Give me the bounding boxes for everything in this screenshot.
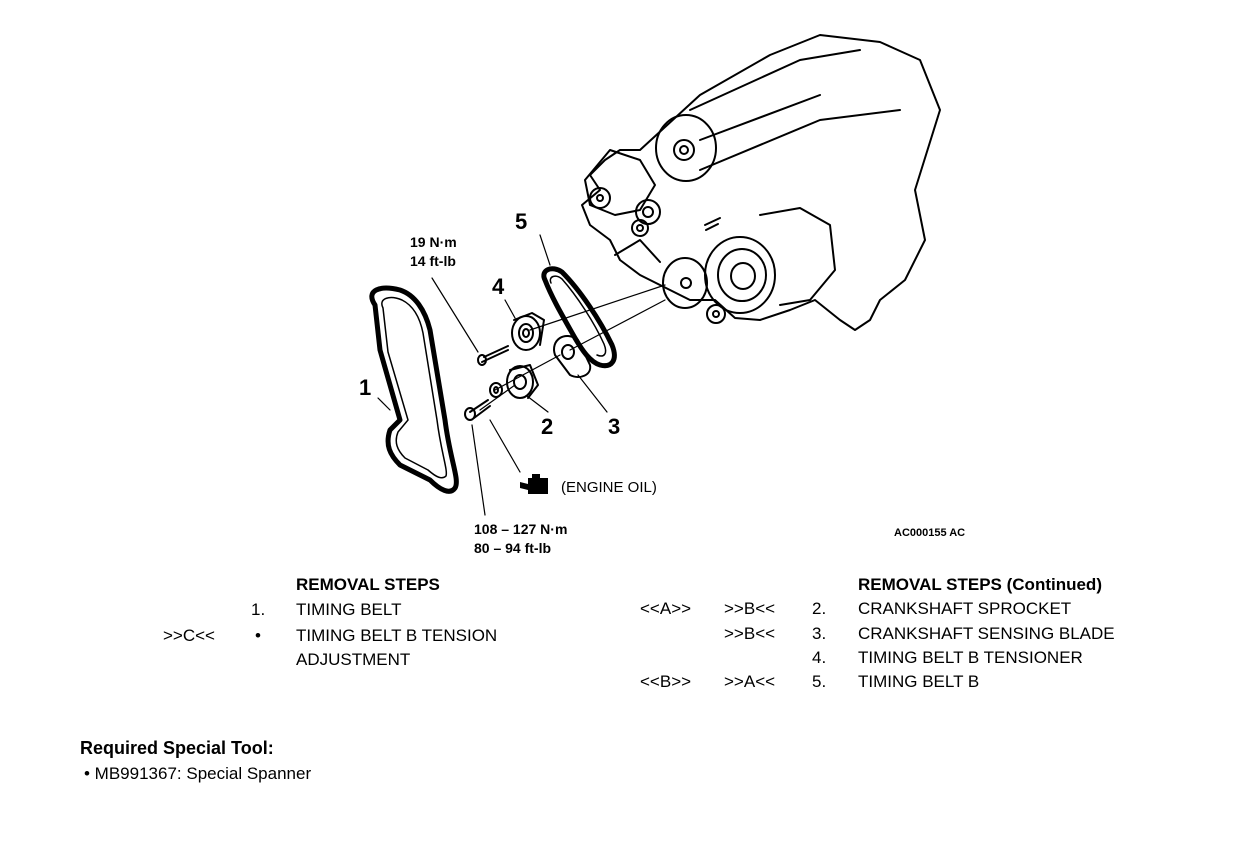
crankshaft-sprocket <box>506 364 539 399</box>
callout-1: 1 <box>359 375 372 400</box>
callout-5: 5 <box>515 209 528 234</box>
engine-block <box>581 34 941 331</box>
torque-lower-nm: 108 – 127 N·m <box>474 521 568 537</box>
leader-lines <box>377 234 608 516</box>
crankshaft-bolt <box>464 399 491 421</box>
oil-can-icon <box>520 474 548 494</box>
torque-upper-ftlb: 14 ft-lb <box>410 253 456 269</box>
step-ref: >>A<< <box>724 672 776 691</box>
step-text: TIMING BELT B <box>858 672 980 691</box>
step-num: 5. <box>812 672 827 691</box>
washer <box>489 382 503 398</box>
figure-code: AC000155 AC <box>894 527 966 539</box>
step-ref: >>B<< <box>724 599 776 618</box>
crankshaft-sensing-blade <box>553 335 592 378</box>
callout-3: 3 <box>608 414 621 439</box>
removal-steps-continued-heading: REMOVAL STEPS (Continued) <box>858 575 1102 594</box>
oil-note: (ENGINE OIL) <box>561 479 657 496</box>
step-text: TIMING BELT B TENSIONER <box>858 648 1083 667</box>
step-ref: >>B<< <box>724 624 776 643</box>
torque-lower: 108 – 127 N·m 80 – 94 ft-lb <box>474 520 567 558</box>
step-ref: <<B>> <box>640 672 692 691</box>
timing-belt-b-tensioner <box>511 312 545 351</box>
step-num: 1. <box>251 600 266 619</box>
axis-lines <box>479 284 666 411</box>
callout-2: 2 <box>541 414 554 439</box>
step-num: 3. <box>812 624 827 643</box>
step-bullet: • <box>255 626 261 645</box>
removal-steps-heading: REMOVAL STEPS <box>296 575 440 594</box>
step-text: TIMING BELT B TENSION <box>296 626 498 645</box>
timing-belt <box>369 285 459 494</box>
timing-belt-b <box>541 266 617 369</box>
torque-lower-ftlb: 80 – 94 ft-lb <box>474 540 552 556</box>
step-text: CRANKSHAFT SENSING BLADE <box>858 624 1115 643</box>
step-ref: >>C<< <box>163 626 215 645</box>
step-num: 2. <box>812 599 827 618</box>
callout-4: 4 <box>492 274 505 299</box>
step-text: ADJUSTMENT <box>296 650 411 669</box>
step-num: 4. <box>812 648 827 667</box>
tensioner-bolt <box>477 345 509 366</box>
special-tool-item: • MB991367: Special Spanner <box>84 764 312 783</box>
step-ref: <<A>> <box>640 599 692 618</box>
step-text: TIMING BELT <box>296 600 402 619</box>
step-text: CRANKSHAFT SPROCKET <box>858 599 1072 618</box>
torque-upper-nm: 19 N·m <box>410 234 457 250</box>
torque-upper: 19 N·m 14 ft-lb <box>410 233 457 271</box>
special-tool-title: Required Special Tool: <box>80 738 274 758</box>
exploded-view-diagram <box>369 34 941 516</box>
